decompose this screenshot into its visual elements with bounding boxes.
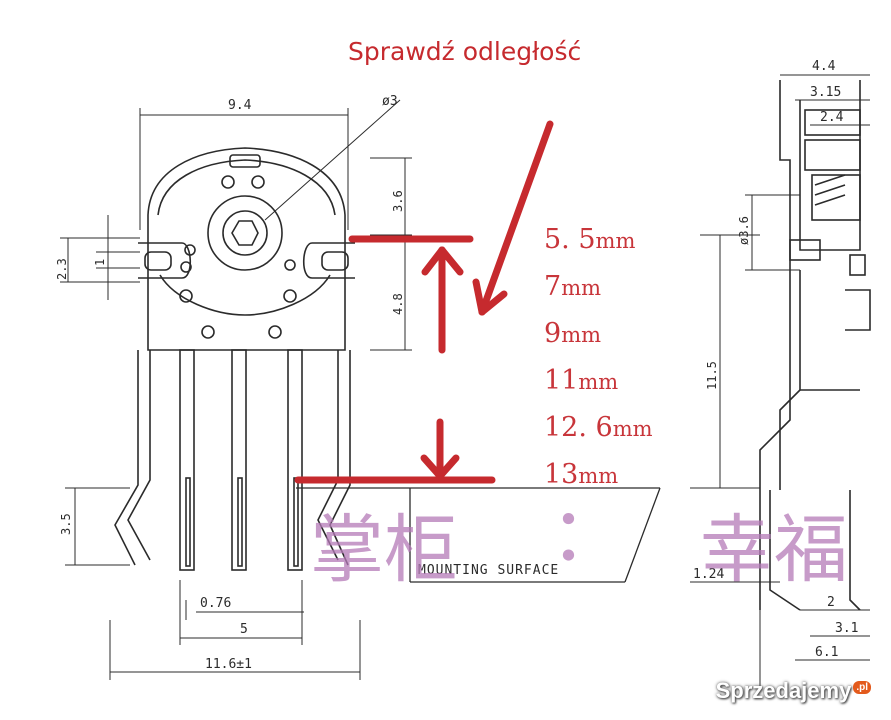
side-bottom-label-4: 6.1 (815, 645, 838, 660)
distance-option-value: 12. 6 (544, 412, 613, 443)
side-hole-label: ø3.6 (737, 216, 751, 245)
dim-slot-inner-label: 1 (93, 259, 107, 266)
distance-option-value: 7 (544, 271, 561, 302)
distance-option-value: 11 (544, 365, 578, 396)
dim-leg-label: 3.5 (59, 513, 73, 535)
up-arrow-head-left (421, 246, 446, 276)
distance-option: 13mm (544, 459, 618, 490)
watermark: 掌柜 ： 幸福 (310, 492, 848, 593)
side-bottom-label-1: 1.24 (693, 567, 724, 582)
distance-option: 11mm (544, 365, 618, 396)
dim-top-label: 3.6 (391, 190, 405, 212)
distance-option-value: 9 (544, 318, 561, 349)
mounting-surface-line (296, 487, 661, 583)
distance-option-unit: mm (578, 464, 618, 488)
dim-width-label: 9.4 (228, 98, 252, 113)
diagonal-arrow-head-right (478, 290, 508, 316)
dim-pitch-label: 5 (240, 622, 248, 637)
watermark-dot: ： (550, 492, 624, 578)
side-bottom-label-3: 3.1 (835, 621, 858, 636)
brand-tld: .pl (853, 680, 871, 694)
side-dimensions (690, 74, 870, 690)
dim-shaft-label: 4.8 (391, 293, 405, 315)
distance-option: 7mm (544, 271, 601, 302)
dim-total-label: 11.6±1 (205, 657, 252, 672)
distance-option: 9mm (544, 318, 601, 349)
dim-hole-label: ø3 (382, 94, 398, 109)
down-arrow-head-left (420, 454, 444, 480)
mounting-surface-label: MOUNTING SURFACE (418, 563, 559, 578)
distance-option-value: 5. 5 (544, 224, 596, 255)
distance-option-value: 13 (544, 459, 578, 490)
distance-option-unit: mm (561, 276, 601, 300)
distance-option: 5. 5mm (544, 224, 635, 255)
side-label-3: 2.4 (820, 110, 844, 125)
side-bottom-label-2: 2 (827, 595, 835, 610)
side-top-label: 4.4 (812, 59, 836, 74)
down-arrow-head-right (436, 454, 460, 480)
distance-option-unit: mm (561, 323, 601, 347)
watermark-left: 掌柜 (310, 507, 458, 593)
distance-option: 12. 6mm (544, 412, 653, 443)
front-view (114, 147, 355, 571)
brand-logo: Sprzedajemy.pl (716, 678, 871, 704)
up-arrow-head-right (438, 246, 464, 276)
diagonal-arrow-shaft (478, 120, 554, 316)
side-label-2: 3.15 (810, 85, 841, 100)
watermark-right: 幸福 (700, 507, 848, 593)
dim-slot-outer-label: 2.3 (55, 258, 69, 280)
brand-name: Sprzedajemy (715, 678, 852, 703)
dim-pin-label: 0.76 (200, 596, 231, 611)
side-height-label: 11.5 (705, 361, 719, 390)
front-dimensions (60, 99, 412, 680)
distance-option-unit: mm (578, 370, 618, 394)
diagonal-arrow-head-left (472, 278, 486, 316)
distance-option-unit: mm (596, 229, 636, 253)
annotation-title: Sprawdź odległość (348, 37, 581, 66)
distance-option-unit: mm (613, 417, 653, 441)
side-view (759, 80, 871, 611)
